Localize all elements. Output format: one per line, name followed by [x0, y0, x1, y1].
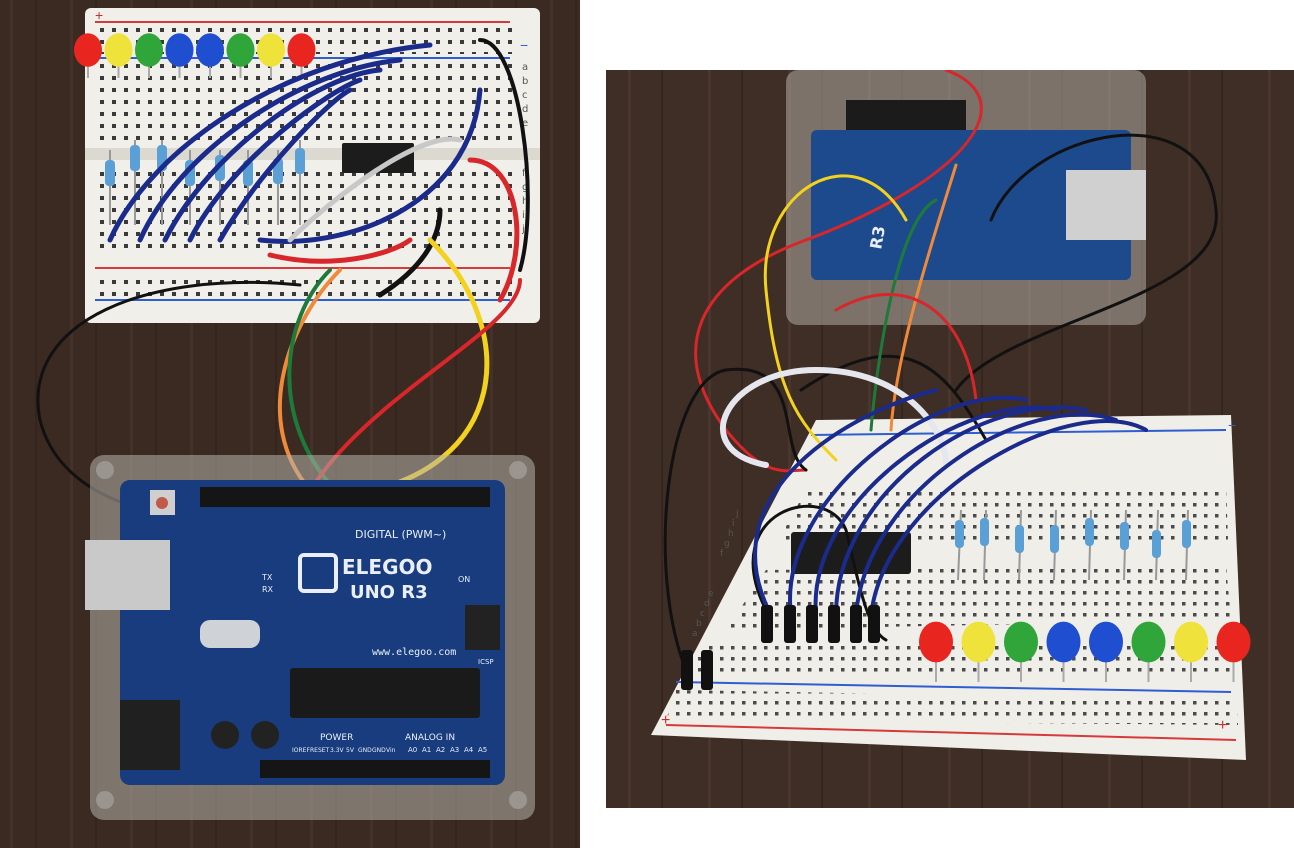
right-led	[1046, 621, 1081, 663]
left-row-letter: h	[522, 196, 528, 207]
left-plus-label: +	[95, 7, 103, 23]
right-led	[1216, 621, 1251, 663]
analog-pin-label: A2	[436, 746, 445, 754]
power-label: POWER	[320, 733, 353, 743]
right-plus-label-2: +	[1218, 717, 1227, 734]
right-led	[919, 621, 953, 663]
right-photo: R3 + + − a b c d e f g h i j	[606, 70, 1294, 808]
left-arduino: DIGITAL (PWM~) ELEGOO UNO R3 www.elegoo.…	[85, 455, 535, 820]
left-led	[287, 33, 316, 67]
right-board-label: R3	[866, 224, 889, 250]
tx-label: TX	[261, 573, 273, 582]
right-row-letter: e	[708, 589, 714, 599]
right-row-letter: g	[724, 539, 730, 549]
right-row-letter: b	[696, 619, 702, 629]
left-led	[165, 33, 194, 67]
right-row-letter: f	[720, 549, 724, 559]
analog-pin-label: A5	[478, 746, 487, 754]
left-row-letter: d	[522, 104, 528, 115]
right-row-letter: c	[700, 609, 705, 619]
power-pin-label: RESET	[310, 747, 330, 754]
elegoo-logo	[298, 553, 338, 593]
right-row-letter: j	[735, 509, 739, 519]
shift-register-chip	[342, 143, 414, 173]
power-pin-labels: IOREF RESET 3.3V 5V GND GND Vin	[292, 747, 396, 754]
analog-pin-label: A3	[450, 746, 459, 754]
right-minus-label: −	[1228, 417, 1236, 433]
right-wires	[663, 70, 1218, 672]
right-row-letter: i	[732, 519, 735, 529]
left-row-letter: i	[522, 210, 525, 221]
right-row-letter: h	[728, 529, 734, 539]
power-pin-label: IOREF	[292, 747, 310, 754]
left-led	[104, 33, 133, 67]
rx-label: RX	[262, 585, 274, 594]
right-led	[1089, 621, 1123, 663]
right-photo-drawing: R3 + + − a b c d e f g h i j	[606, 70, 1294, 808]
left-row-letter: c	[522, 90, 528, 101]
right-row-letter: d	[704, 599, 710, 609]
right-arduino: R3	[786, 70, 1146, 325]
left-led	[74, 33, 102, 67]
left-row-letter: g	[522, 182, 528, 193]
left-led	[196, 33, 224, 67]
analog-label: ANALOG IN	[405, 733, 455, 743]
left-breadboard: + − a b c d e f g h i j	[74, 7, 540, 323]
analog-pin-label: A4	[464, 746, 474, 754]
right-led	[1131, 621, 1166, 663]
power-pin-label: GND	[372, 747, 386, 754]
right-led	[1004, 621, 1038, 663]
left-led	[135, 33, 163, 67]
left-led-row	[74, 33, 316, 78]
left-photo-drawing: + − a b c d e f g h i j	[0, 0, 580, 848]
left-photo: + − a b c d e f g h i j	[0, 0, 580, 848]
on-label: ON	[458, 575, 470, 584]
analog-pin-label: A1	[422, 746, 431, 754]
left-led	[226, 33, 255, 67]
left-led	[257, 33, 285, 67]
right-led	[1174, 621, 1208, 663]
model-text: UNO R3	[350, 582, 428, 603]
right-resistors	[955, 509, 1191, 581]
right-jumper-heads	[681, 605, 880, 690]
power-pin-label: Vin	[386, 747, 396, 754]
left-row-letter: a	[522, 62, 528, 73]
left-minus-label: −	[520, 37, 528, 53]
power-pin-label: 3.3V	[330, 747, 345, 754]
right-led-row	[919, 621, 1251, 682]
left-wires	[107, 38, 530, 303]
left-row-letter: f	[522, 168, 526, 179]
digital-label: DIGITAL (PWM~)	[355, 528, 446, 541]
brand-text: ELEGOO	[342, 555, 433, 579]
website-text: www.elegoo.com	[372, 647, 456, 658]
right-row-letter: a	[692, 629, 698, 639]
power-pin-label: 5V	[346, 747, 355, 754]
analog-pin-label: A0	[408, 746, 417, 754]
analog-pin-labels: A0 A1 A2 A3 A4 A5	[408, 746, 487, 754]
left-row-letter: b	[522, 76, 528, 87]
right-plus-label: +	[661, 712, 670, 729]
left-row-letter: j	[521, 224, 525, 235]
right-led	[961, 621, 996, 663]
power-pin-label: GND	[358, 747, 372, 754]
icsp-label: ICSP	[478, 658, 494, 666]
left-row-letter: e	[522, 118, 528, 129]
